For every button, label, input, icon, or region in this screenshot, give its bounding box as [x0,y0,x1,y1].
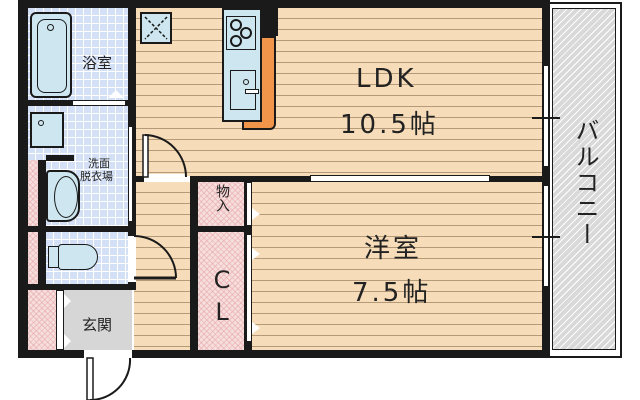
closet-door[interactable] [246,234,252,342]
wall-right [542,0,550,358]
toilet-icon [48,244,100,272]
shoe-cabinet-arrow-icon [64,334,71,348]
sink-icon [230,70,259,110]
entrance-door-opening [84,350,132,358]
room-partition-sliding-door[interactable] [310,175,490,182]
closet-label: CL [208,266,236,330]
ldk-door-swing-icon[interactable] [140,132,190,182]
ldk-window-mark [532,117,560,119]
balcony-label: バルコニー [571,118,599,248]
room-window-mark [532,236,560,238]
entrance-label: 玄関 [82,316,113,334]
shoe-cabinet-arrow-icon [64,294,71,308]
bathroom-label: 浴室 [82,54,113,72]
western-room-size: 7.5帖 [352,278,432,308]
wall-wash-toilet [28,226,128,232]
ventilation-icon [140,12,172,44]
storage-door[interactable] [246,182,252,226]
storage-arrow-icon [252,208,260,220]
bath-door-arrow-icon [108,90,124,98]
washroom-label-line2: 脱衣場 [80,170,113,183]
wall-inner-left [38,160,46,290]
bath-door[interactable] [72,100,126,106]
washroom-door[interactable] [128,126,133,222]
closet-floor [198,232,244,350]
western-room-name: 洋室 [364,234,423,264]
wall-hall-room [190,176,198,358]
shoe-cabinet-door[interactable] [56,290,64,350]
entrance-door-swing-icon[interactable] [84,356,134,400]
storage-label: 物入 [214,184,230,212]
western-room-floor [252,182,542,350]
entrance-floor [60,290,132,350]
ldk-door-opening [144,174,186,182]
storage-floor [198,182,244,226]
washbasin-icon [46,170,80,222]
wall-bottom [18,350,548,358]
ldk-floor [134,8,542,176]
washroom-label-line1: 洗面 [88,157,110,170]
wall-wash-shelf [46,155,74,161]
closet-arrow-icon [252,248,260,260]
wall-toilet-entrance [28,284,136,290]
washing-machine-icon [30,112,64,148]
ldk-window[interactable] [542,64,550,168]
wall-left [18,0,28,358]
hallway-floor [134,182,190,350]
bathtub-icon [30,12,72,98]
balcony [552,8,616,350]
wall-ldk-hall-stub [136,176,144,182]
storage-strip-left [28,160,38,284]
ldk-name: LDK [356,64,417,94]
closet-arrow-icon [252,322,260,334]
toilet-door-swing-icon[interactable] [130,232,180,282]
wall-storage-closet [198,226,244,232]
stove-icon [226,16,256,50]
shoe-storage [28,290,56,350]
ldk-size: 10.5帖 [340,110,439,140]
kitchen-wall [262,8,278,36]
toilet-door-opening [128,236,136,282]
wall-top [18,0,548,8]
